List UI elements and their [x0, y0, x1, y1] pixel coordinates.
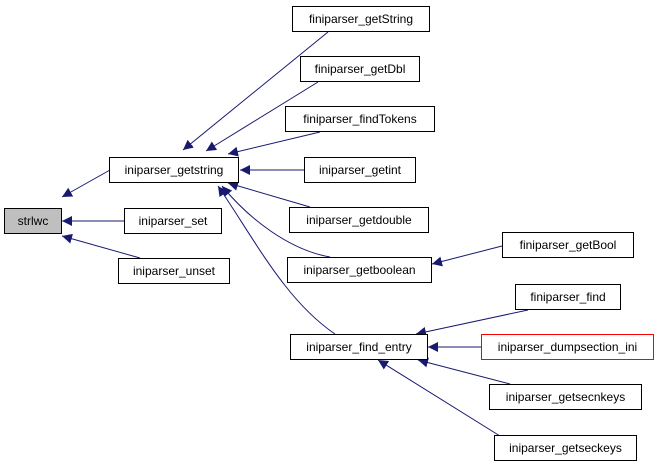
edge-getseckeys-to-findentry: [377, 359, 501, 437]
edge-fgetbool-to-getboolean: [431, 245, 503, 267]
node-iniparser-find-entry[interactable]: iniparser_find_entry: [290, 334, 428, 360]
edge-fgetstring-to-getstring: [182, 31, 329, 151]
edge-findentry-to-getstring: [217, 185, 336, 335]
edge-ffindtokens-to-getstring: [227, 131, 321, 157]
node-finiparser-find[interactable]: finiparser_find: [515, 284, 621, 310]
edge-fgetdbl-to-getstring: [205, 81, 319, 152]
edge-getstring-to-strlwc: [61, 169, 111, 198]
node-finiparser-getstring[interactable]: finiparser_getString: [292, 6, 430, 32]
node-iniparser-getsecnkeys[interactable]: iniparser_getsecnkeys: [489, 384, 642, 410]
edge-ffind-to-findentry: [415, 309, 529, 337]
edge-getsecnkeys-to-findentry: [417, 357, 511, 385]
node-iniparser-getboolean[interactable]: iniparser_getboolean: [287, 257, 432, 283]
edge-getdouble-to-getstring: [227, 181, 311, 208]
node-iniparser-getstring[interactable]: iniparser_getstring: [109, 157, 239, 183]
node-iniparser-dumpsection-ini[interactable]: iniparser_dumpsection_ini: [481, 334, 654, 360]
node-iniparser-getseckeys[interactable]: iniparser_getseckeys: [494, 435, 637, 461]
node-strlwc: strlwc: [4, 208, 62, 234]
node-iniparser-getint[interactable]: iniparser_getint: [304, 157, 416, 183]
node-iniparser-unset[interactable]: iniparser_unset: [118, 258, 230, 284]
node-finiparser-findtokens[interactable]: finiparser_findTokens: [285, 106, 435, 132]
edge-getboolean-to-getstring: [221, 185, 331, 258]
node-iniparser-getdouble[interactable]: iniparser_getdouble: [289, 207, 429, 233]
edge-unset-to-strlwc: [61, 233, 141, 259]
node-iniparser-set[interactable]: iniparser_set: [124, 208, 222, 234]
node-finiparser-getbool[interactable]: finiparser_getBool: [502, 232, 634, 258]
node-finiparser-getdbl[interactable]: finiparser_getDbl: [300, 56, 420, 82]
